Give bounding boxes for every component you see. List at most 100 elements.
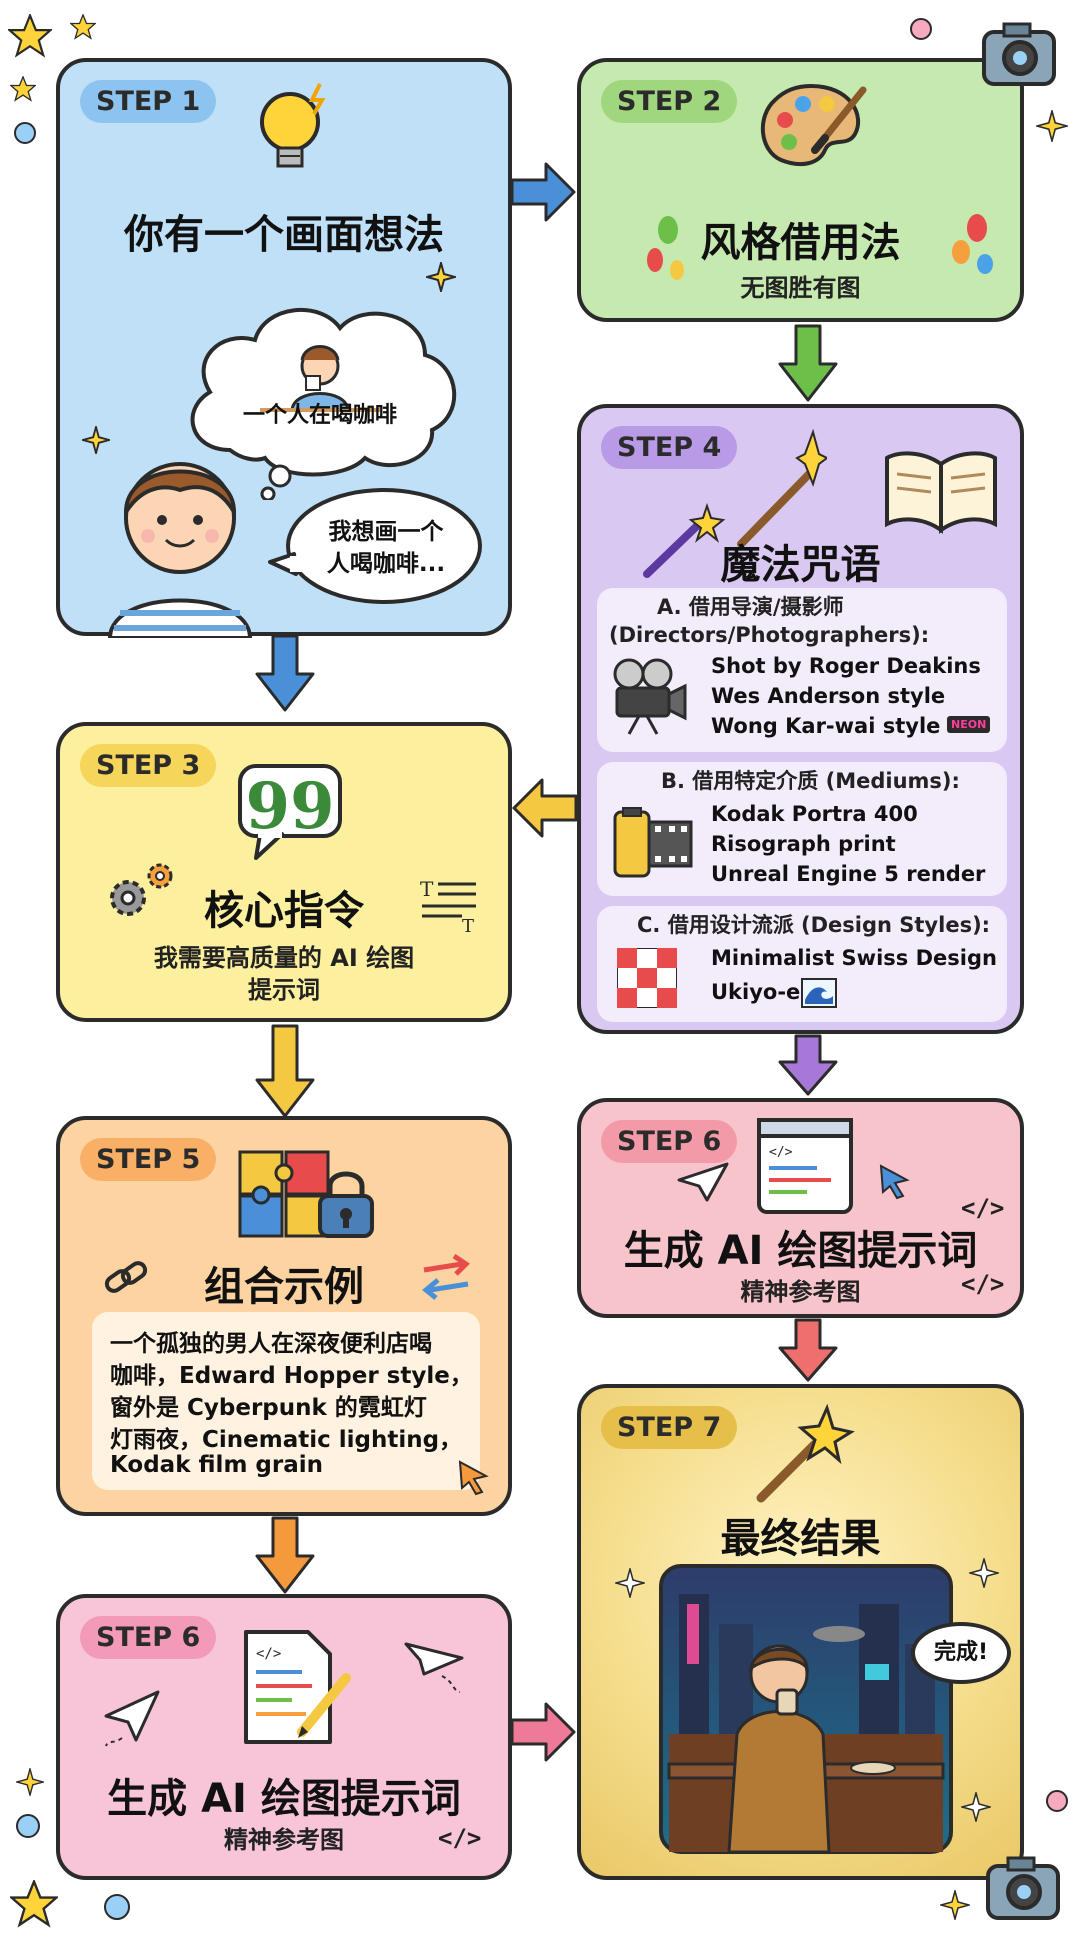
camera-icon [986,1856,1060,1920]
grid-icon [617,948,677,1008]
lock-icon [318,1171,374,1238]
group-c-heading: C. 借用设计流派 (Design Styles): [637,913,991,937]
dot-decoration [104,1894,130,1920]
star-icon [70,14,96,40]
group-b-heading: B. 借用特定介质 (Mediums): [661,769,960,793]
dot-decoration [14,122,36,144]
star-icon [969,1558,999,1588]
star-icon [8,14,52,58]
camera-icon [982,22,1056,86]
step7-title: 最终结果 [720,1516,881,1562]
arrow-step3-to-step5 [255,1024,315,1118]
group-a-item-3: Wong Kar-wai style [711,714,941,738]
step2-title: 风格借用法 [700,220,901,266]
lightbulb-icon [260,83,326,168]
star-icon [1036,110,1068,142]
star-icon [961,1792,991,1822]
step3-badge: STEP 3 [80,744,217,787]
example-box [92,1312,480,1490]
arrow-step1-to-step3 [255,634,315,712]
final-result-image [659,1564,953,1854]
group-b-item-2: Risograph print [711,832,896,856]
group-a-heading-1: A. 借用导演/摄影师 [657,595,844,619]
svg-text:99: 99 [245,769,334,844]
group-a-box: A. 借用导演/摄影师 (Directors/Photographers): S… [597,588,1007,752]
code-window-icon: </> [757,1118,853,1214]
dot-decoration [1046,1790,1068,1812]
cursor-icon [458,1460,489,1496]
book-icon [885,451,997,534]
step1-title: 你有一个画面想法 [124,212,444,258]
step7-badge: STEP 7 [601,1406,738,1449]
step6-right-subtitle: 精神参考图 [740,1278,861,1306]
arrow-step6-to-step7 [778,1318,838,1382]
magic-wand-icon [756,1403,855,1503]
step6-right-card: STEP 6 </> 生成 AI 绘图提示词 精神参考图 </> </> [577,1098,1024,1318]
puzzle-icon [238,1150,330,1238]
step6-right-title: 生成 AI 绘图提示词 [623,1228,978,1274]
film-camera-icon [613,658,687,735]
group-a-item-2: Wes Anderson style [711,684,946,708]
step6-left-title: 生成 AI 绘图提示词 [107,1776,461,1822]
wave-icon [801,978,837,1008]
dot-decoration [16,1814,40,1838]
link-icon [104,1261,148,1293]
group-c-box: C. 借用设计流派 (Design Styles): Minimalist Sw… [597,906,1007,1022]
thought-text: 一个人在喝咖啡 [242,403,397,428]
speech-bubble [268,488,482,604]
step4-card: STEP 4 魔法咒语 A. 借用导演/摄影师 (Directors/Photo… [577,404,1024,1034]
code-document-icon: </> [244,1630,351,1744]
star-icon [16,1768,44,1796]
step6-right-badge: STEP 6 [601,1120,738,1163]
star-icon [10,76,36,102]
thought-cloud [190,307,457,500]
paper-plane-icon [104,1690,160,1747]
arrow-step4-to-step6 [778,1034,838,1096]
code-tag-2: </> [961,1270,1005,1298]
film-roll-icon [613,807,693,878]
step3-subtitle-1: 我需要高质量的 AI 绘图 [153,944,415,972]
step3-card: STEP 3 99 T T 核心指令 我需要高质量的 AI 绘图 提示词 [56,722,512,1022]
speech-line-2: 人喝咖啡... [326,551,446,577]
step4-title: 魔法咒语 [720,542,881,588]
done-bubble: 完成! [911,1622,1011,1684]
group-b-box: B. 借用特定介质 (Mediums): Kodak Portra 400 Ri… [597,762,1007,896]
quote-icon: 99 [238,764,342,860]
arrow-step4-to-step3 [512,778,578,838]
example-line-2: 咖啡，Edward Hopper style， [110,1363,473,1389]
step4-badge: STEP 4 [601,426,738,469]
arrow-step5-to-step6 [255,1516,315,1594]
step2-badge: STEP 2 [601,80,738,123]
example-line-3: 窗外是 Cyberpunk 的霓虹灯 [110,1395,427,1421]
neon-tag: NEON [947,716,991,733]
arrow-step6-to-step7-side [510,1702,576,1762]
svg-text:T: T [462,916,474,936]
arrow-step2-to-step4 [778,324,838,402]
step3-subtitle-2: 提示词 [248,976,320,1004]
boy-avatar [107,462,253,638]
group-b-item-1: Kodak Portra 400 [711,802,918,826]
svg-text:</>: </> [769,1145,793,1160]
step6-left-subtitle: 精神参考图 [224,1826,344,1854]
magic-wand-icon [643,428,827,578]
code-tag-3: </> [438,1824,482,1852]
step5-title: 组合示例 [204,1264,364,1310]
step3-title: 核心指令 [204,888,364,934]
paint-splash-right [952,214,993,274]
paper-plane-icon [404,1642,464,1693]
speech-line-1: 我想画一个 [328,519,444,545]
dot-decoration [910,18,932,40]
star-icon [10,1880,58,1928]
arrow-step1-to-step2 [510,162,576,222]
step1-badge: STEP 1 [80,80,217,123]
swap-arrows-icon [422,1254,470,1300]
gear-icon [110,863,173,916]
cursor-icon [879,1164,910,1200]
star-icon [615,1568,645,1598]
star-icon [82,426,110,454]
step2-subtitle: 无图胜有图 [740,274,861,302]
example-line-1: 一个孤独的男人在深夜便利店喝 [110,1331,432,1357]
step5-badge: STEP 5 [80,1138,217,1181]
palette-icon [761,83,867,167]
group-c-item-2: Ukiyo-e [711,980,801,1004]
